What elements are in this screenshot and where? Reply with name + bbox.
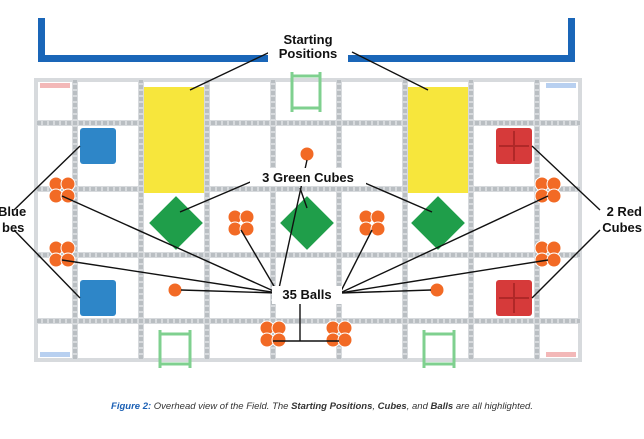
caption-text: are all highlighted. xyxy=(453,401,533,412)
goal-bottom-left xyxy=(158,330,192,368)
ball xyxy=(429,282,445,298)
caption-lead: Figure 2: xyxy=(111,401,152,412)
caption-text: , xyxy=(372,401,378,412)
ball xyxy=(299,146,315,162)
green-cube xyxy=(280,196,334,250)
labels: Starting Positions 3 Green Cubes 35 Ball… xyxy=(0,32,642,302)
blue-cubes-label-line2: bes xyxy=(2,220,24,235)
starting-positions xyxy=(144,87,468,193)
green-cube xyxy=(411,196,465,250)
figure-caption: Figure 2: Overhead view of the Field. Th… xyxy=(0,401,644,412)
red-cubes xyxy=(496,128,532,316)
red-cubes-label-line1: 2 Red xyxy=(607,204,642,219)
starting-positions-label-line2: Positions xyxy=(279,46,338,61)
caption-text: Overhead view of the Field. The xyxy=(151,401,292,412)
red-cubes-label-line2: Cubes xyxy=(602,220,642,235)
blue-cube xyxy=(80,128,116,164)
caption-bold-starting: Starting Positions xyxy=(291,401,373,412)
starting-position-right xyxy=(408,87,468,193)
caption-bold-balls: Balls xyxy=(430,401,454,412)
ball xyxy=(167,282,183,298)
green-cubes xyxy=(149,196,465,250)
balls xyxy=(48,146,562,348)
green-cube xyxy=(149,196,203,250)
blue-cubes xyxy=(80,128,116,316)
balls-label: 35 Balls xyxy=(282,287,331,302)
starting-position-left xyxy=(144,87,204,193)
goal-frames xyxy=(158,72,456,368)
caption-bold-cubes: Cubes xyxy=(377,401,407,412)
caption-text: , and xyxy=(406,401,431,412)
blue-cubes-label-line1: Blue xyxy=(0,204,26,219)
goal-top xyxy=(290,72,322,112)
red-cube xyxy=(496,128,532,164)
green-cubes-label: 3 Green Cubes xyxy=(262,170,354,185)
red-cube xyxy=(496,280,532,316)
blue-cube xyxy=(80,280,116,316)
starting-positions-label-line1: Starting xyxy=(283,32,332,47)
callout-lines xyxy=(13,51,601,342)
goal-bottom-right xyxy=(422,330,456,368)
